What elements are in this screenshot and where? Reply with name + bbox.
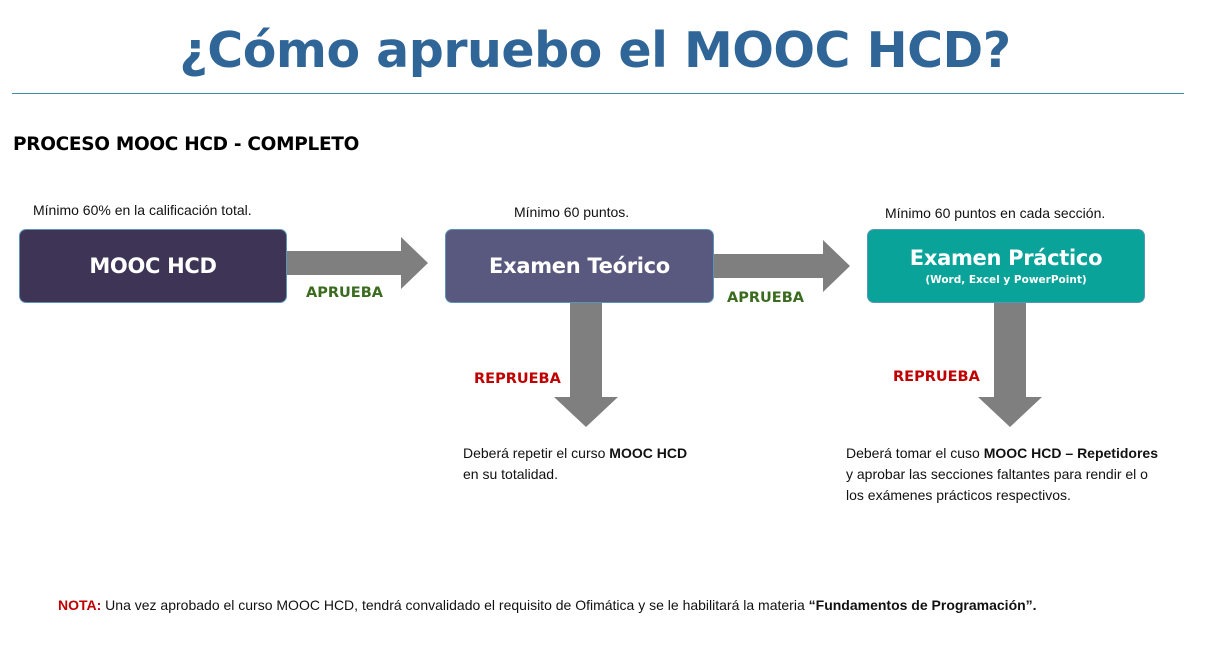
right-block-arrow-icon — [287, 237, 428, 289]
outcome-practico: Deberá tomar el cuso MOOC HCD – Repetido… — [846, 443, 1196, 506]
examen-teorico-box: Examen Teórico — [445, 229, 714, 303]
outcome-practico-line3: los exámenes prácticos respectivos. — [846, 487, 1071, 503]
examen-practico-label: Examen Práctico — [909, 246, 1103, 270]
page-title: ¿Cómo apruebo el MOOC HCD? — [179, 22, 1011, 79]
outcome-teorico-line2: en su totalidad. — [463, 466, 558, 482]
requirement-mooc: Mínimo 60% en la calificación total. — [33, 202, 252, 218]
reprueba-label-2: REPRUEBA — [893, 369, 980, 385]
mooc-hcd-label: MOOC HCD — [89, 254, 217, 278]
note-key: NOTA: — [58, 597, 102, 613]
outcome-teorico-line1: Deberá repetir el curso MOOC HCD — [463, 443, 793, 464]
outcome-practico-line2: y aprobar las secciones faltantes para r… — [846, 466, 1148, 482]
down-block-arrow-icon — [978, 303, 1042, 427]
outcome-teorico-prefix: Deberá repetir el curso — [463, 445, 610, 461]
outcome-practico-bold: MOOC HCD – Repetidores — [983, 445, 1158, 461]
examen-teorico-label: Examen Teórico — [489, 254, 670, 278]
examen-practico-sublabel: (Word, Excel y PowerPoint) — [925, 274, 1087, 286]
title-divider — [12, 93, 1184, 94]
reprueba-label-1: REPRUEBA — [474, 371, 561, 387]
aprueba-label-2: APRUEBA — [727, 290, 804, 306]
note-emphasis: “Fundamentos de Programación”. — [808, 597, 1037, 613]
outcome-practico-prefix: Deberá tomar el cuso — [846, 445, 984, 461]
note-text: Una vez aprobado el curso MOOC HCD, tend… — [101, 597, 809, 613]
outcome-teorico-bold: MOOC HCD — [609, 445, 688, 461]
requirement-practico: Mínimo 60 puntos en cada sección. — [885, 205, 1106, 221]
examen-practico-box: Examen Práctico (Word, Excel y PowerPoin… — [867, 229, 1145, 303]
right-block-arrow-icon — [714, 240, 850, 292]
aprueba-label-1: APRUEBA — [306, 285, 383, 301]
footer-note: NOTA: Una vez aprobado el curso MOOC HCD… — [58, 597, 1037, 613]
section-heading: PROCESO MOOC HCD - COMPLETO — [13, 134, 360, 155]
mooc-hcd-box: MOOC HCD — [19, 229, 287, 303]
requirement-teorico: Mínimo 60 puntos. — [514, 204, 630, 220]
down-block-arrow-icon — [554, 303, 618, 427]
outcome-practico-line1: Deberá tomar el cuso MOOC HCD – Repetido… — [846, 443, 1196, 464]
outcome-teorico: Deberá repetir el curso MOOC HCD en su t… — [463, 443, 793, 485]
